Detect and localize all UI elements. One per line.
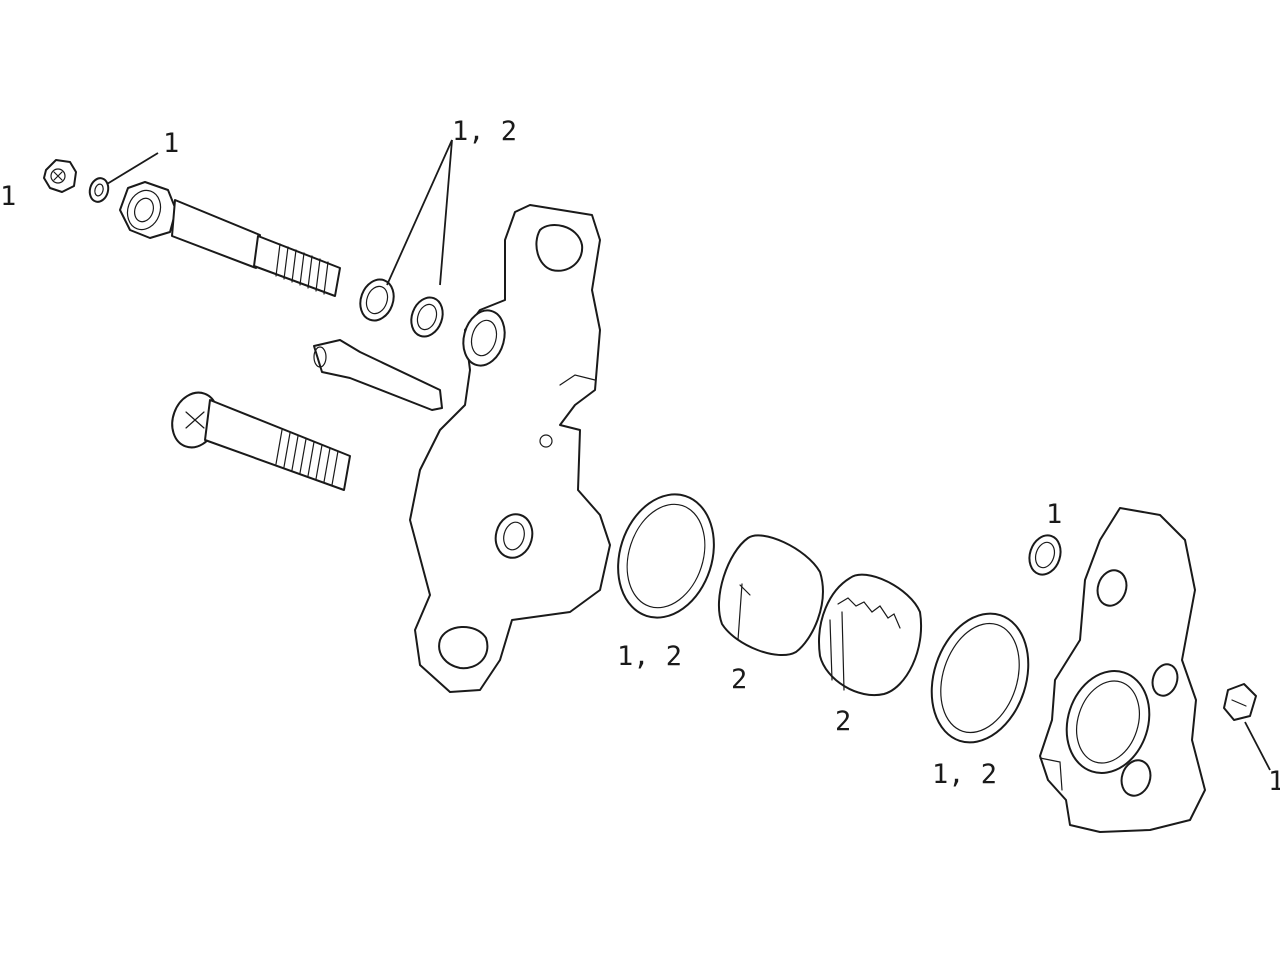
banjo-bolt <box>119 181 341 297</box>
pad-pin <box>313 339 443 411</box>
leader-lines <box>106 139 1271 771</box>
torx-bolt <box>171 391 351 491</box>
callout-clip-right: 1 <box>1268 766 1280 797</box>
o-ring-upper-right <box>410 296 444 338</box>
callout-washer-right: 1 <box>1046 499 1062 530</box>
piston-left <box>717 534 824 657</box>
piston-seal-right <box>930 612 1030 744</box>
callout-o-rings-top: 1, 2 <box>452 116 517 147</box>
callout-piston-seal-left: 1, 2 <box>617 641 682 672</box>
callout-far-left-nut: 1 <box>0 181 16 212</box>
retaining-clip <box>1223 683 1257 721</box>
washer-right <box>1028 534 1062 576</box>
piston-right <box>818 573 923 697</box>
callout-piston-left: 2 <box>731 664 747 695</box>
callout-washer-small: 1 <box>163 128 179 159</box>
piston-seal-left <box>617 493 715 619</box>
callout-piston-seal-right: 1, 2 <box>932 759 997 790</box>
small-nut <box>43 159 77 193</box>
o-ring-upper-left <box>359 278 395 322</box>
caliper-body-outer <box>1039 507 1206 833</box>
caliper-body-main <box>409 204 611 693</box>
callout-piston-right: 2 <box>835 706 851 737</box>
small-washer <box>88 177 110 203</box>
